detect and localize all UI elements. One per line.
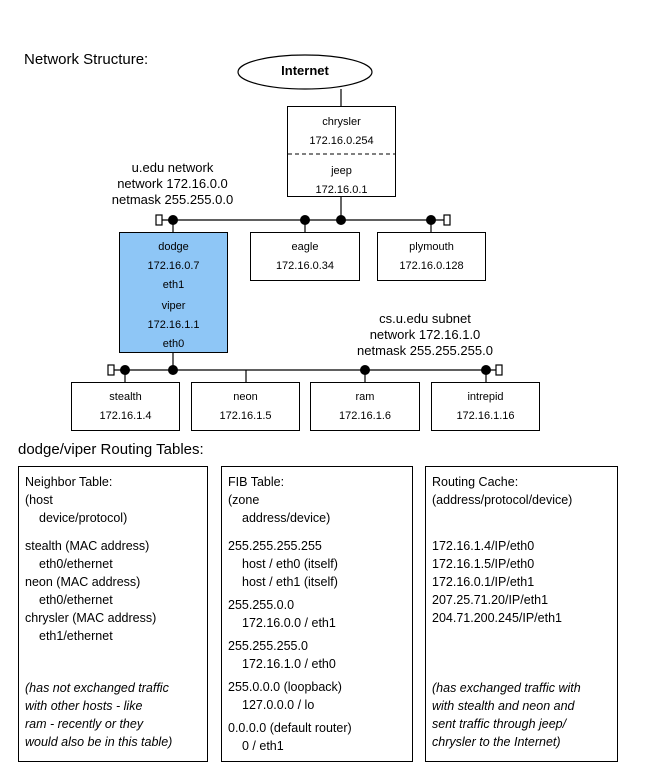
fib-table-panel: FIB Table: (zone address/device) 255.255… [221, 466, 413, 762]
host-iface: eth1 [162, 279, 185, 291]
fib-zone: 0.0.0.0 (default router) [228, 721, 352, 735]
host-ip: 172.16.0.7 [147, 260, 200, 272]
neighbor-table-panel: Neighbor Table: (host device/protocol) s… [18, 466, 208, 762]
internet-label: Internet [281, 63, 329, 78]
panel-title: FIB Table: [228, 475, 285, 489]
host-name: jeep [331, 165, 352, 177]
host-ip: 172.16.1.1 [147, 319, 200, 331]
cache-entry: 207.25.71.20/IP/eth1 [432, 593, 549, 607]
cs-u-edu-subnet-label: cs.u.edu subnet network 172.16.1.0 netma… [357, 311, 493, 358]
internet-cloud [237, 54, 373, 90]
routing-tables-heading: dodge/viper Routing Tables: [18, 441, 204, 458]
cache-entry: 172.16.1.5/IP/eth0 [432, 557, 535, 571]
panel-title: Neighbor Table: [25, 475, 113, 489]
host-ip: 172.16.0.1 [315, 184, 368, 196]
network-structure-heading: Network Structure: [24, 51, 149, 68]
neighbor-entry: neon (MAC address) [25, 575, 141, 589]
fib-zone: 255.0.0.0 (loopback) [228, 680, 342, 694]
host-name: dodge [158, 241, 189, 253]
fib-zone: 255.255.255.0 [228, 639, 308, 653]
cache-entry: 172.16.1.4/IP/eth0 [432, 539, 535, 553]
panel-title: Routing Cache: [432, 475, 519, 489]
cache-entry: 172.16.0.1/IP/eth1 [432, 575, 535, 589]
fib-zone: 255.255.255.255 [228, 539, 322, 553]
dodge-viper-router: dodge 172.16.0.7 eth1 viper 172.16.1.1 e… [119, 232, 228, 353]
neighbor-note: (has not exchanged traffic [25, 681, 169, 695]
chrysler-jeep-router: chrysler 172.16.0.254 jeep 172.16.0.1 [287, 106, 396, 197]
u-edu-network-label: u.edu network network 172.16.0.0 netmask… [111, 160, 234, 207]
fib-zone: 255.255.0.0 [228, 598, 295, 612]
cache-note: (has exchanged traffic with [432, 681, 581, 695]
host-iface: eth0 [162, 338, 185, 350]
neighbor-entry: stealth (MAC address) [25, 539, 150, 553]
host-ip: 172.16.0.254 [309, 135, 374, 147]
host-name: chrysler [322, 116, 361, 128]
cache-entry: 204.71.200.245/IP/eth1 [432, 611, 562, 625]
host-name: viper [161, 300, 186, 312]
routing-cache-panel: Routing Cache: (address/protocol/device)… [425, 466, 618, 762]
neighbor-entry: chrysler (MAC address) [25, 611, 157, 625]
